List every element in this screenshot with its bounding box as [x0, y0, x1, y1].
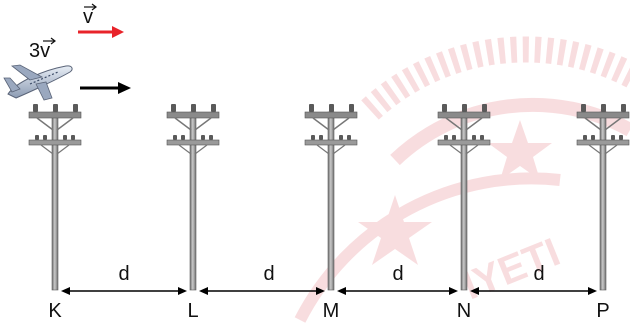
distance-arrow — [337, 287, 458, 295]
pole-labels: K L M N P — [48, 300, 609, 322]
arrowhead-right-icon — [178, 287, 187, 295]
arrowhead-right-icon — [449, 287, 458, 295]
distance-arrow — [61, 287, 187, 295]
arrowhead-left-icon — [337, 287, 346, 295]
arrowhead-right-icon — [316, 287, 325, 295]
arrowhead-left-icon — [61, 287, 70, 295]
spacing-label-np: d — [533, 263, 544, 285]
spacing-label-mn: d — [392, 263, 403, 285]
distance-arrow — [470, 287, 597, 295]
velocity-3v-label: 3v — [29, 40, 50, 62]
watermark-star-icon — [358, 195, 432, 265]
pole-label-n: N — [457, 300, 471, 322]
spacing-label-kl: d — [118, 263, 129, 285]
airplane-icon — [3, 64, 73, 101]
utility-poles — [28, 104, 630, 291]
pole-label-m: M — [323, 300, 340, 322]
spacing-labels: d d d d — [118, 263, 544, 285]
velocity-v-label: v — [83, 6, 93, 28]
utility-pole-k — [28, 104, 82, 291]
watermark-star-icon — [488, 120, 552, 180]
airplane-group: 3v — [3, 37, 131, 101]
pole-label-k: K — [48, 300, 62, 322]
arrowhead-left-icon — [470, 287, 479, 295]
utility-pole-p — [576, 104, 630, 291]
utility-pole-l — [166, 104, 220, 291]
velocity-3v-arrowhead-icon — [118, 82, 131, 94]
distance-markers — [61, 287, 597, 295]
pole-label-l: L — [187, 300, 198, 322]
arrowhead-left-icon — [199, 287, 208, 295]
velocity-v-indicator: v — [78, 3, 124, 38]
spacing-label-lm: d — [263, 263, 274, 285]
arrowhead-right-icon — [588, 287, 597, 295]
utility-pole-m — [304, 104, 358, 291]
distance-arrow — [199, 287, 325, 295]
watermark-text: IYETI — [457, 230, 566, 308]
velocity-v-arrowhead-icon — [112, 26, 124, 38]
pole-label-p: P — [596, 300, 609, 322]
utility-pole-n — [437, 104, 491, 291]
